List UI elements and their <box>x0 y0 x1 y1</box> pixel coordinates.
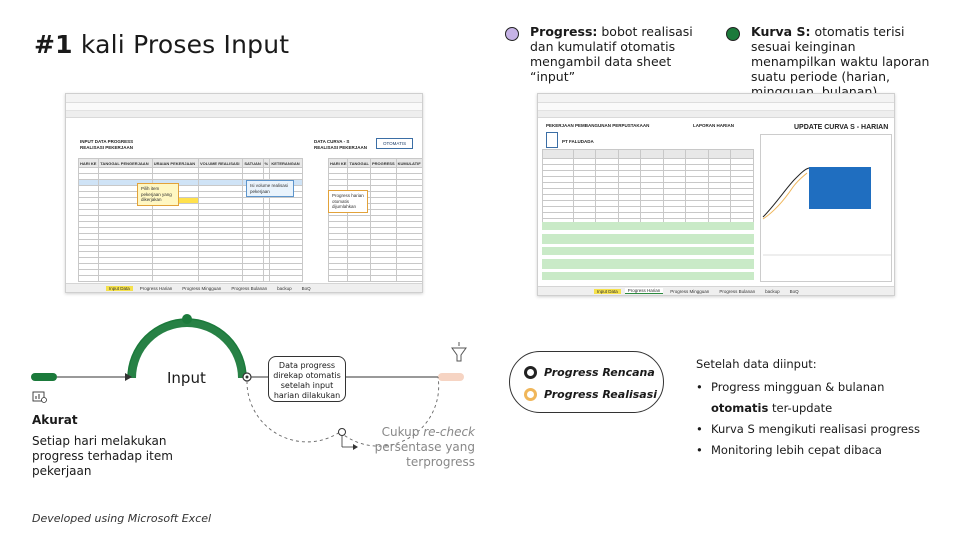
progress-dot-icon <box>505 27 519 41</box>
tab-progress-mingguan[interactable]: Progress Mingguan <box>182 285 222 291</box>
rencana-line <box>762 167 810 218</box>
harian-sheet-tabs: Input Data Progress Harian Progress Ming… <box>538 286 894 295</box>
tab-backup[interactable]: backup <box>765 288 780 294</box>
curve-header: DATA CURVA - S <box>314 139 350 144</box>
s-curve-area <box>760 134 892 282</box>
rencana-ring-icon <box>524 366 537 379</box>
akurat-title: Akurat <box>32 413 78 427</box>
input-subheader: REALISASI PEKERJAAN <box>80 145 134 150</box>
after-list: Progress mingguan & bulanan otomatis ter… <box>696 377 941 461</box>
curve-subheader: REALISASI PEKERJAAN <box>314 145 368 150</box>
kurva-s-dot-icon <box>726 27 740 41</box>
recheck-text: Cukup re-check persentase yang terprogre… <box>374 425 475 469</box>
input-header: INPUT DATA PROGRESS <box>80 139 134 144</box>
chart-check-icon <box>32 391 47 403</box>
legend-kurva-s: Kurva S: otomatis terisi sesuai keingina… <box>726 24 941 99</box>
progress-legend: Progress Rencana Progress Realisasi <box>509 351 664 413</box>
progress-grid-block <box>809 167 871 209</box>
input-label: Input <box>167 369 206 387</box>
list-item: Monitoring lebih cepat dibaca <box>696 440 941 461</box>
tab-boq[interactable]: BoQ <box>301 285 311 291</box>
tab-progress-mingguan[interactable]: Progress Mingguan <box>670 288 710 294</box>
curve-title: UPDATE CURVA S - HARIAN <box>794 124 889 131</box>
realisasi-ring-icon <box>524 388 537 401</box>
input-sheet-screenshot: INPUT DATA PROGRESS REALISASI PEKERJAAN … <box>65 93 423 293</box>
callout-isi-volume: Isi volume realisasi pekerjaan <box>246 180 294 197</box>
tab-boq[interactable]: BoQ <box>789 288 799 294</box>
s-curve-chart <box>762 167 891 256</box>
page-title: #1 kali Proses Input <box>34 30 290 59</box>
callout-pilih-item: Pilih item pekerjaan yang dikerjakan <box>137 183 179 206</box>
tab-progress-harian[interactable]: Progress Harian <box>624 288 664 294</box>
tab-input-data[interactable]: Input Data <box>106 285 133 291</box>
tab-progress-bulanan[interactable]: Progress Bulanan <box>231 285 268 291</box>
realisasi-line <box>762 172 808 220</box>
footer-note: Developed using Microsoft Excel <box>32 512 212 525</box>
list-item: Kurva S mengikuti realisasi progress <box>696 419 941 440</box>
input-sheet-tabs: Input Data Progress Harian Progress Ming… <box>66 283 422 292</box>
company-name: PT FALUDADA <box>562 139 594 144</box>
harian-sheet-screenshot: PEKERJAAN PEMBANGUNAN PERPUSTAKAAN PT FA… <box>537 93 895 296</box>
process-box: Data progress direkap otomatis setelah i… <box>268 356 346 402</box>
legend-progress: Progress: bobot realisasi dan kumulatif … <box>505 24 705 84</box>
list-item: Progress mingguan & bulanan otomatis ter… <box>696 377 941 419</box>
tab-progress-harian[interactable]: Progress Harian <box>139 285 173 291</box>
legend-realisasi: Progress Realisasi <box>524 388 657 401</box>
after-title: Setelah data diinput: <box>696 357 817 371</box>
legend-rencana: Progress Rencana <box>524 366 655 379</box>
project-header: PEKERJAAN PEMBANGUNAN PERPUSTAKAAN <box>546 123 650 128</box>
harian-table <box>542 149 754 225</box>
tab-progress-bulanan[interactable]: Progress Bulanan <box>719 288 756 294</box>
akurat-desc: Setiap hari melakukan progress terhadap … <box>32 434 173 478</box>
tab-input-data[interactable]: Input Data <box>594 288 621 294</box>
otomatis-button[interactable]: OTOMATIS <box>376 138 414 149</box>
filter-icon <box>451 342 467 362</box>
tab-backup[interactable]: backup <box>277 285 292 291</box>
report-title: LAPORAN HARIAN <box>693 123 734 128</box>
company-logo-icon <box>546 132 558 148</box>
callout-progress-harian: Progress harian otomatis dijumlahkan <box>328 190 368 213</box>
